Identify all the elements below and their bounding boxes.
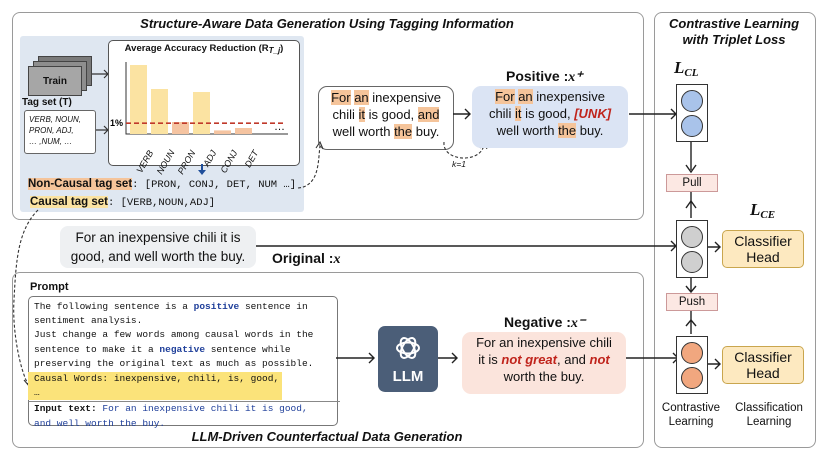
chart-ellipsis: … (274, 121, 285, 133)
classification-learning-label: Classification Learning (735, 402, 803, 428)
original-label: Original :x (272, 250, 341, 267)
negative-node-2 (681, 367, 703, 389)
anchor-token: inexpensive (368, 90, 441, 105)
lcl-label: LCL (674, 58, 699, 79)
tagset-line-1: VERB, NOUN, (29, 115, 82, 124)
negative-token: it is (478, 352, 502, 367)
anchor-sentence-box: For an inexpensive chili it is good, and w… (318, 86, 454, 150)
lce-label: LCE (750, 200, 776, 221)
push-label: Push (666, 293, 718, 311)
positive-encoder (676, 84, 708, 142)
bar-det (235, 128, 252, 134)
positive-token: chili (488, 106, 515, 121)
tagset-label: Tag set (T) (22, 97, 72, 108)
anchor-token: an (354, 90, 369, 105)
openai-logo-icon (396, 337, 420, 359)
negative-token: not great (501, 352, 557, 367)
positive-node-2 (681, 115, 703, 137)
negative-encoder (676, 336, 708, 394)
bar-noun (151, 89, 168, 134)
positive-token: an (518, 89, 533, 104)
causal-tag-label: Causal tag set (30, 196, 108, 208)
negative-token: For an inexpensive chili (476, 335, 612, 350)
positive-token: inexpensive (532, 89, 605, 104)
chart-title: Average Accuracy Reduction (RT_j) (124, 43, 284, 55)
anchor-token: it (358, 107, 366, 122)
prompt-line-1: The following sentence is a positive sen… (34, 301, 308, 312)
bar-pron (172, 122, 189, 134)
prompt-to-llm-arrow (336, 352, 375, 364)
anchor-token: well worth (332, 124, 395, 139)
original-sentence-box: For an inexpensive chili it is good, and… (60, 226, 256, 268)
prompt-box (28, 296, 338, 426)
anchor-to-positive-arrow (453, 108, 471, 120)
anchor-token: buy. (412, 124, 440, 139)
anchor-token: For (331, 90, 351, 105)
pull-label: Pull (666, 174, 718, 192)
anchor-token: is good, (365, 107, 418, 122)
original-node-1 (681, 226, 703, 248)
causal-tag-values: : [VERB,NOUN,ADJ] (107, 197, 216, 209)
train-label: Train (43, 76, 67, 87)
positive-token: is good, (521, 106, 575, 121)
llm-label: LLM (392, 368, 424, 385)
positive-token: well worth (496, 123, 559, 138)
noncausal-tag-label: Non-Causal tag set (28, 178, 133, 190)
positive-sentence-box: For an inexpensive chili it is good, [UNK… (472, 86, 628, 148)
negative-token: worth the buy. (503, 369, 585, 384)
prompt-causal-line: Causal Words: inexpensive, chili, is, go… (28, 372, 282, 401)
threshold-label: 1% (110, 118, 123, 128)
bar-verb (130, 65, 147, 134)
k-label: k=1 (452, 159, 466, 169)
prompt-title: Prompt (30, 281, 69, 293)
anchor-token: and (417, 107, 440, 122)
prompt-input-line-2: and well worth the buy. (34, 417, 166, 429)
contrastive-learning-label: Contrastive Learning (661, 402, 721, 428)
noncausal-tag-values: : [PRON, CONJ, DET, NUM …] (132, 179, 296, 191)
prompt-input-line-1: Input text: For an inexpensive chili it … (34, 403, 308, 415)
prompt-line-3: Just change a few words among causal wor… (34, 329, 314, 341)
negative-node-1 (681, 342, 703, 364)
chart-axes (125, 62, 288, 135)
prompt-line-4: sentence to make it a negative sentence … (34, 343, 291, 355)
prompt-line-2: sentiment analysis. (34, 315, 143, 327)
positive-label: Positive :x⁺ (506, 68, 583, 85)
positive-token: buy. (576, 123, 604, 138)
original-node-2 (681, 251, 703, 273)
bottom-panel-title: LLM-Driven Counterfactual Data Generatio… (191, 429, 463, 444)
positive-token: [UNK] (574, 106, 612, 121)
negative-label: Negative :x⁻ (504, 314, 586, 331)
prompt-line-5: preserving the original text as much as … (34, 357, 314, 369)
tagset-box: VERB, NOUN, PRON, ADJ, … ,NUM, … (24, 110, 96, 154)
negative-token: , and (557, 352, 590, 367)
anchor-token: chili (332, 107, 359, 122)
bar-conj (214, 130, 231, 134)
llm-block: LLM (378, 326, 438, 392)
positive-node-1 (681, 90, 703, 112)
positive-token: it (514, 106, 522, 121)
top-panel-title: Structure-Aware Data Generation Using Ta… (140, 16, 514, 31)
train-stack: Train (28, 56, 98, 96)
negative-token: not (589, 352, 610, 367)
tagset-line-2: PRON, ADJ, (29, 126, 74, 135)
positive-token: For (495, 89, 515, 104)
original-encoder (676, 220, 708, 278)
prompt-text: The following sentence is a positive sen… (28, 300, 340, 431)
bar-adj (193, 92, 210, 134)
noncausal-tag-line: Non-Causal tag set: [PRON, CONJ, DET, NU… (28, 178, 296, 191)
tagset-line-3: … ,NUM, … (29, 137, 73, 146)
right-panel-title-2: with Triplet Loss (682, 32, 786, 47)
negative-sentence-box: For an inexpensive chili it is not great,… (462, 332, 626, 394)
causal-tag-line: Causal tag set: [VERB,NOUN,ADJ] (30, 196, 215, 209)
chart-down-arrow (198, 164, 206, 175)
llm-to-negative-arrow (438, 352, 458, 364)
right-panel-title-1: Contrastive Learning (668, 16, 800, 31)
positive-token: the (558, 123, 577, 138)
anchor-token: the (394, 124, 413, 139)
accuracy-reduction-chart: 1% … (110, 62, 288, 135)
